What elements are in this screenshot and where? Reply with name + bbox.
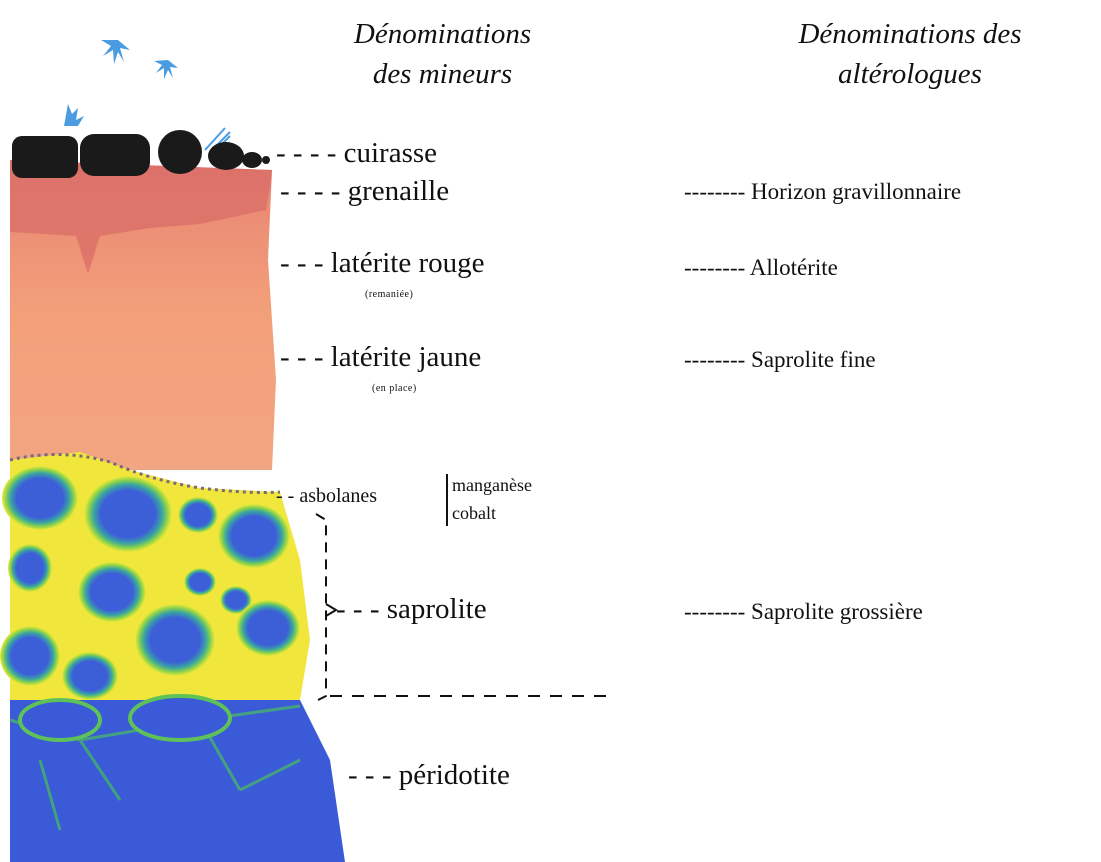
- header-alterologists: Dénominations des altérologues: [740, 14, 1080, 94]
- header-alterologists-line2: altérologues: [740, 54, 1080, 94]
- label-manganese: manganèse: [452, 474, 532, 496]
- label-alloterite: -------- Allotérite: [684, 254, 838, 282]
- label-peridotite: - - - péridotite: [348, 758, 510, 792]
- header-miners-line2: des mineurs: [300, 54, 585, 94]
- label-asbolanes: - - asbolanes: [276, 485, 377, 507]
- label-cuirasse: - - - - cuirasse: [276, 136, 437, 170]
- header-miners: Dénominations des mineurs: [300, 14, 585, 94]
- label-saprolite-grossiere: -------- Saprolite grossière: [684, 598, 923, 626]
- label-grenaille: - - - - grenaille: [280, 174, 449, 208]
- header-alterologists-line1: Dénominations des: [740, 14, 1080, 54]
- label-laterite-jaune: - - - latérite jaune: [280, 340, 481, 374]
- label-laterite-jaune-note: (en place): [372, 383, 417, 394]
- label-saprolite-fine: -------- Saprolite fine: [684, 346, 876, 374]
- header-miners-line1: Dénominations: [300, 14, 585, 54]
- weathering-profile-illustration: [0, 0, 360, 862]
- label-saprolite: - - - saprolite: [336, 592, 487, 626]
- label-laterite-rouge: - - - latérite rouge: [280, 246, 485, 280]
- label-laterite-rouge-note: (remaniée): [365, 289, 413, 300]
- label-horizon-gravillonnaire: -------- Horizon gravillonnaire: [684, 178, 961, 206]
